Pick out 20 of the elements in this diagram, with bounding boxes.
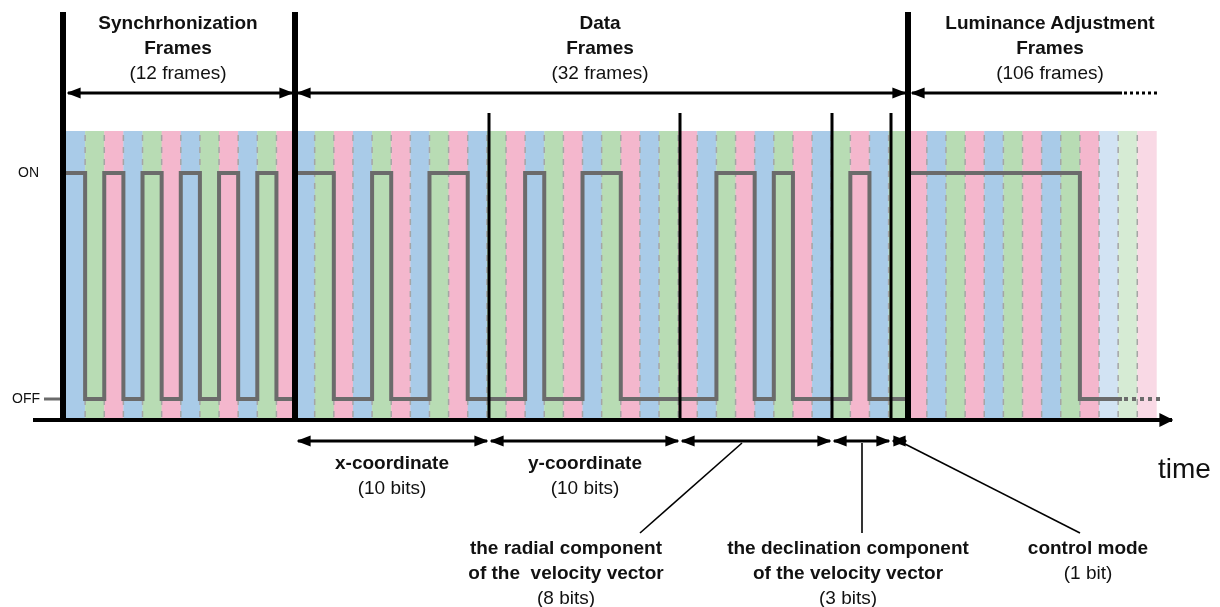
- field-name: control mode: [1026, 536, 1150, 560]
- field-name: x-coordinate: [334, 451, 450, 475]
- leader-line: [861, 442, 863, 534]
- field-name: the radial component of the velocity vector: [467, 536, 665, 585]
- leader-line: [902, 442, 1081, 534]
- axis-label: time: [1158, 452, 1212, 486]
- bit-count: (10 bits): [356, 476, 428, 500]
- bit-count: (10 bits): [549, 476, 621, 500]
- section-title: Luminance Adjustment Frames: [944, 11, 1156, 60]
- section-title: Synchrhonization Frames: [97, 11, 259, 60]
- leader-line: [639, 442, 743, 534]
- frame-count: (32 frames): [550, 61, 650, 85]
- bit-count: (1 bit): [1062, 561, 1114, 585]
- field-name: y-coordinate: [527, 451, 643, 475]
- field-name: the declination component of the velocity vector: [726, 536, 970, 585]
- section-title: Data Frames: [565, 11, 635, 60]
- level-label: OFF: [12, 389, 41, 407]
- level-label: ON: [18, 163, 40, 181]
- frame-count: (106 frames): [995, 61, 1105, 85]
- frame-count: (12 frames): [128, 61, 228, 85]
